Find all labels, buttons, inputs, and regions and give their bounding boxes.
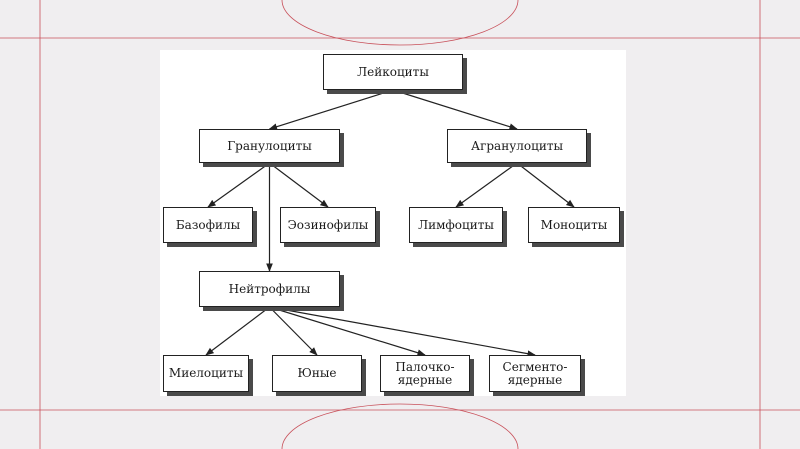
arrow-agranulocytes-to-lymphocytes xyxy=(455,162,518,208)
arrow-granulocytes-to-basophils xyxy=(207,162,270,208)
node-band-nuclear: Палочко- ядерные xyxy=(380,355,470,392)
guide-arc-top xyxy=(281,0,519,46)
node-juvenile: Юные xyxy=(272,355,362,392)
arrow-leukocytes-to-granulocytes xyxy=(268,89,394,130)
arrow-granulocytes-to-eosinophils xyxy=(269,162,329,208)
node-lymphocytes: Лимфоциты xyxy=(409,207,503,243)
node-segmented-nuclear: Сегменто- ядерные xyxy=(489,355,581,392)
node-neutrophils: Нейтрофилы xyxy=(199,271,340,307)
node-granulocytes: Гранулоциты xyxy=(199,129,340,163)
arrow-neutrophils-to-band xyxy=(269,306,426,356)
arrow-neutrophils-to-segmented xyxy=(269,306,536,357)
node-monocytes: Моноциты xyxy=(528,207,620,243)
node-myelocytes: Миелоциты xyxy=(163,355,249,392)
arrow-neutrophils-to-myelocytes xyxy=(205,306,270,356)
node-eosinophils: Эозинофилы xyxy=(280,207,376,243)
node-basophils: Базофилы xyxy=(163,207,253,243)
arrow-neutrophils-to-juvenile xyxy=(269,306,318,356)
guide-arc-bottom xyxy=(281,403,519,449)
arrow-leukocytes-to-agranulocytes xyxy=(392,89,518,130)
arrow-agranulocytes-to-monocytes xyxy=(516,162,575,208)
node-leukocytes: Лейкоциты xyxy=(323,54,463,90)
node-agranulocytes: Агранулоциты xyxy=(447,129,587,163)
